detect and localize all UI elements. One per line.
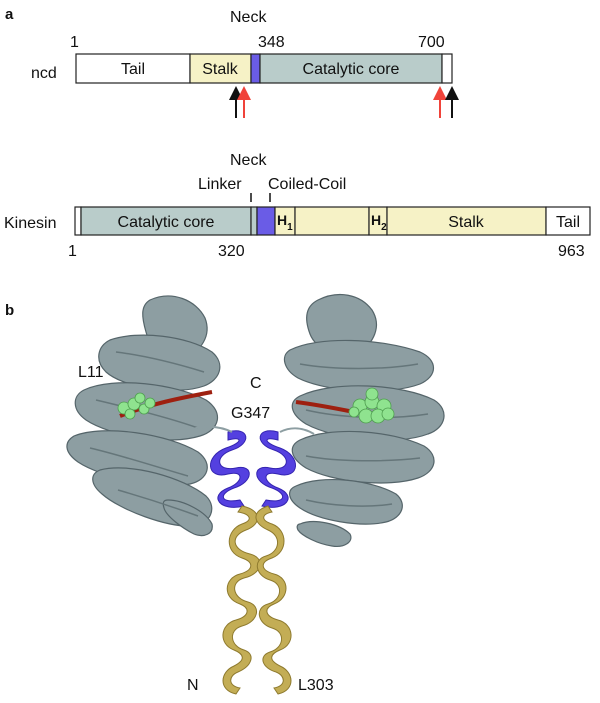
l11-label: L11 <box>78 364 104 381</box>
left-neck-linker <box>185 425 233 433</box>
ncd-stalk-label: Stalk <box>202 61 239 78</box>
ncd-stalk-segment <box>189 53 252 84</box>
ncd-right-red-arrow <box>433 86 447 118</box>
ncd-domain-bar <box>75 53 453 84</box>
l303-label: L303 <box>298 677 334 694</box>
ncd-tail-segment <box>75 53 191 84</box>
c-terminus-label: C <box>250 375 262 392</box>
kinesin-name: Kinesin <box>4 215 56 232</box>
kinesin-h2-label: H2 <box>371 212 387 233</box>
kinesin-tail-segment <box>545 206 591 236</box>
ncd-tail-label: Tail <box>121 61 145 78</box>
kinesin-catalytic-core-label: Catalytic core <box>118 214 215 231</box>
kinesin-h1-label: H1 <box>277 212 293 233</box>
panel-a-label: a <box>5 6 14 23</box>
kinesin-stalk-label: Stalk <box>448 214 485 231</box>
left-head-strand-detail <box>89 351 205 517</box>
kinesin-start-segment <box>74 206 82 236</box>
kinesin-coiled-coil-label: Coiled-Coil <box>268 176 346 193</box>
ncd-number-neck: 348 <box>258 34 285 51</box>
g347-label: G347 <box>231 405 270 422</box>
ncd-number-start: 1 <box>70 34 79 51</box>
ncd-catalytic-core-label: Catalytic core <box>303 61 400 78</box>
ncd-neck-label: Neck <box>230 9 267 26</box>
kinesin-domain-bar <box>74 206 591 236</box>
kinesin-number-end: 963 <box>558 243 585 260</box>
right-nucleotide-spheres <box>348 387 395 424</box>
n-terminus-label: N <box>187 677 199 694</box>
ncd-name: ncd <box>31 65 57 82</box>
left-motor-head <box>66 295 221 537</box>
ncd-number-end: 700 <box>418 34 445 51</box>
ncd-end-segment <box>441 53 453 84</box>
kinesin-catalytic-core-segment <box>80 206 252 236</box>
kinesin-number-start: 1 <box>68 243 77 260</box>
ncd-neck-segment <box>250 53 261 84</box>
ncd-left-red-arrow <box>237 86 251 118</box>
left-nucleotide-spheres <box>117 392 156 420</box>
kinesin-stalk-segment <box>386 206 547 236</box>
kinesin-linker-label: Linker <box>198 176 242 193</box>
kinesin-linker-segment <box>250 206 258 236</box>
kinesin-number-mid: 320 <box>218 243 245 260</box>
right-neck-linker <box>279 427 315 435</box>
panel-b-label: b <box>5 302 14 319</box>
stalk-coiled-coil <box>222 505 292 695</box>
kinesin-tail-label: Tail <box>556 214 580 231</box>
kinesin-neck-segment <box>256 206 276 236</box>
neck-coiled-coil <box>210 430 296 508</box>
kinesin-neck-label: Neck <box>230 152 267 169</box>
ncd-right-black-arrow <box>445 86 459 118</box>
kinesin-stalk-left-segment <box>294 206 370 236</box>
ncd-left-black-arrow <box>229 86 243 118</box>
